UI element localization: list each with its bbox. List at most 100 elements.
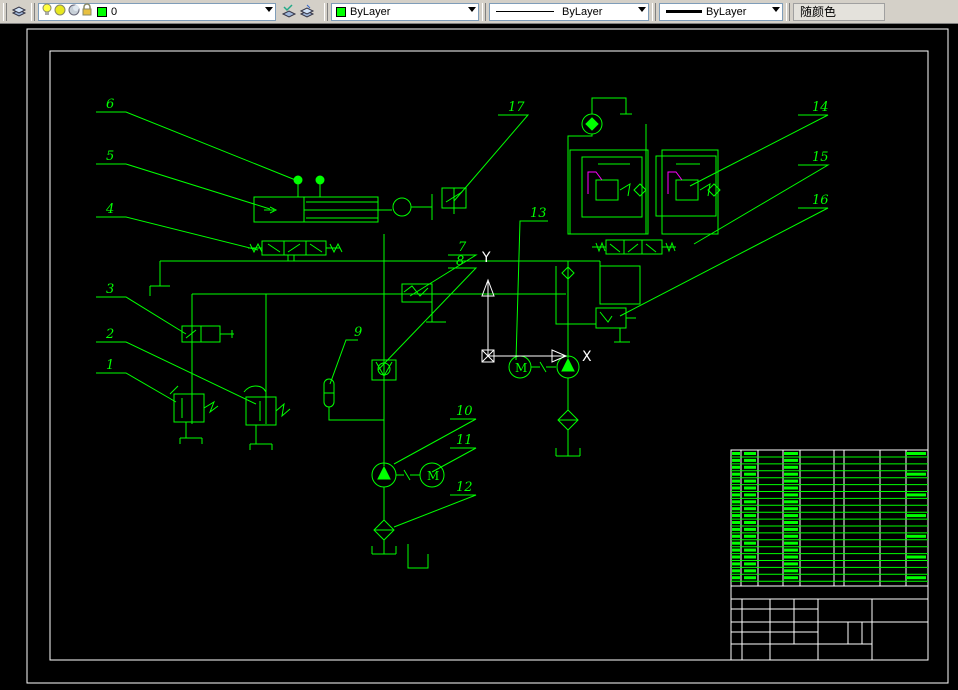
linetype-preview: [496, 11, 554, 12]
leader-11: [431, 447, 477, 473]
hydraulic-schematic: [96, 97, 830, 569]
lightbulb-icon[interactable]: [41, 3, 53, 20]
callout-13: 13: [530, 206, 547, 221]
leader-16: [619, 207, 829, 317]
callout-3: 3: [106, 282, 114, 297]
table-cell-mark: [784, 514, 798, 518]
chevron-down-icon[interactable]: [772, 6, 780, 12]
leader-7: [409, 254, 478, 297]
leader-15: [693, 164, 830, 245]
leader-8: [377, 267, 478, 371]
table-cell-mark: [744, 534, 756, 538]
table-cell-mark: [732, 507, 740, 511]
table-cell-mark: [732, 555, 740, 559]
snowflake-icon[interactable]: [67, 3, 81, 20]
callout-17: 17: [508, 100, 525, 115]
table-cell-mark: [744, 562, 756, 566]
table-cell-mark: [784, 472, 798, 476]
leader-14: [689, 114, 829, 187]
table-cell-mark: [906, 576, 926, 580]
table-cell-mark: [732, 458, 740, 462]
toolbar-separator: [786, 2, 790, 21]
callout-1: 1: [106, 358, 114, 373]
table-cell-mark: [732, 486, 740, 490]
ucs-x-label: X: [582, 349, 592, 365]
table-cell-mark: [744, 548, 756, 552]
table-cell-mark: [784, 452, 798, 455]
plotstyle-value: 随颜色: [800, 5, 837, 19]
callout-15: 15: [812, 150, 829, 165]
table-cell-mark: [732, 472, 740, 476]
toolbar-separator: [482, 2, 486, 21]
table-cell-mark: [784, 493, 798, 497]
table-cell-mark: [732, 479, 740, 483]
parts-list-cells: [732, 452, 926, 580]
table-cell-mark: [732, 548, 740, 552]
lock-icon[interactable]: [81, 3, 93, 20]
table-cell-mark: [784, 548, 798, 552]
linetype-value: ByLayer: [562, 5, 603, 18]
table-cell-mark: [732, 500, 740, 504]
leader-12: [393, 494, 477, 528]
table-cell-mark: [784, 555, 798, 559]
table-cell-mark: [744, 493, 756, 497]
layer-current-icon[interactable]: [280, 3, 298, 21]
table-cell-mark: [784, 562, 798, 566]
sun-icon[interactable]: [53, 3, 67, 20]
parts-list-rows: [731, 456, 928, 582]
table-cell-mark: [784, 527, 798, 531]
leader-9: [329, 339, 358, 385]
table-cell-mark: [744, 472, 756, 476]
table-cell-mark: [784, 465, 798, 469]
toolbar-separator: [31, 2, 35, 21]
table-cell-mark: [732, 541, 740, 545]
lineweight-value: ByLayer: [706, 5, 747, 18]
leader-1: [96, 372, 177, 403]
table-cell-mark: [732, 534, 740, 538]
callout-7: 7: [458, 240, 467, 255]
table-cell-mark: [744, 507, 756, 511]
leader-2: [96, 341, 257, 405]
lineweight-dropdown[interactable]: ByLayer: [659, 2, 783, 21]
layer-previous-icon[interactable]: [298, 3, 316, 21]
table-cell-mark: [784, 500, 798, 504]
callout-12: 12: [456, 480, 473, 495]
layer-stack-icon[interactable]: [10, 3, 28, 21]
table-cell-mark: [906, 514, 926, 518]
table-cell-mark: [732, 452, 740, 455]
table-cell-mark: [744, 576, 756, 580]
table-cell-mark: [744, 514, 756, 518]
table-cell-mark: [732, 493, 740, 497]
color-swatch: [336, 6, 346, 17]
plotstyle-dropdown[interactable]: 随颜色: [793, 2, 885, 21]
table-cell-mark: [732, 465, 740, 469]
motor-11-label: M: [427, 469, 439, 483]
toolbar-grip[interactable]: [3, 2, 7, 21]
properties-toolbar: 0 ByLayer ByLayer ByLayer 随颜色: [0, 0, 958, 24]
leader-13: [515, 220, 548, 361]
layer-name: 0: [111, 5, 118, 18]
linetype-dropdown[interactable]: ByLayer: [489, 2, 649, 21]
leader-5: [96, 163, 271, 210]
callout-4: 4: [105, 202, 114, 217]
layer-dropdown[interactable]: 0: [38, 2, 276, 21]
table-cell-mark: [906, 472, 926, 476]
chevron-down-icon[interactable]: [265, 6, 273, 12]
lineweight-preview: [666, 10, 702, 13]
chevron-down-icon[interactable]: [468, 6, 476, 12]
leader-17: [453, 114, 530, 202]
color-dropdown[interactable]: ByLayer: [331, 2, 479, 21]
table-cell-mark: [744, 569, 756, 573]
table-cell-mark: [784, 458, 798, 462]
leader-6: [96, 111, 299, 182]
leader-4: [96, 216, 259, 251]
chevron-down-icon[interactable]: [638, 6, 646, 12]
ucs-y-label: Y: [481, 250, 491, 266]
leader-10: [393, 418, 477, 465]
table-cell-mark: [732, 527, 740, 531]
outer-sheet-border: [26, 28, 949, 684]
callout-14: 14: [812, 100, 829, 115]
table-cell-mark: [732, 576, 740, 580]
table-cell-mark: [784, 507, 798, 511]
